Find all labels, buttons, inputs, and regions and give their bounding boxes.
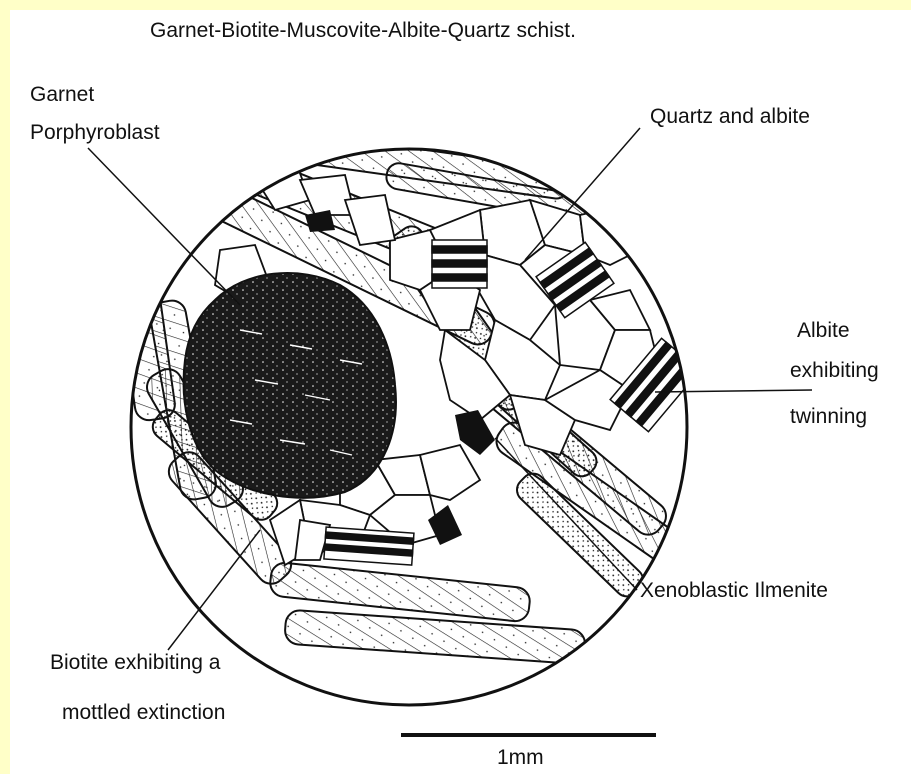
label-albite-line1: Albite [797, 318, 850, 344]
label-albite-line3: twinning [790, 404, 867, 430]
label-quartz-albite: Quartz and albite [650, 104, 810, 130]
scale-bar-label: 1mm [497, 745, 544, 771]
label-ilmenite: Xenoblastic Ilmenite [640, 578, 828, 604]
label-biotite-line2: mottled extinction [62, 700, 225, 726]
label-albite-line2: exhibiting [790, 358, 879, 384]
label-garnet-line2: Porphyroblast [30, 120, 160, 146]
mineral-field [113, 105, 700, 720]
label-biotite-line1: Biotite exhibiting a [50, 650, 220, 676]
garnet-porphyroblast [184, 273, 396, 498]
label-garnet-line1: Garnet [30, 82, 94, 108]
diagram-title: Garnet-Biotite-Muscovite-Albite-Quartz s… [150, 18, 576, 44]
